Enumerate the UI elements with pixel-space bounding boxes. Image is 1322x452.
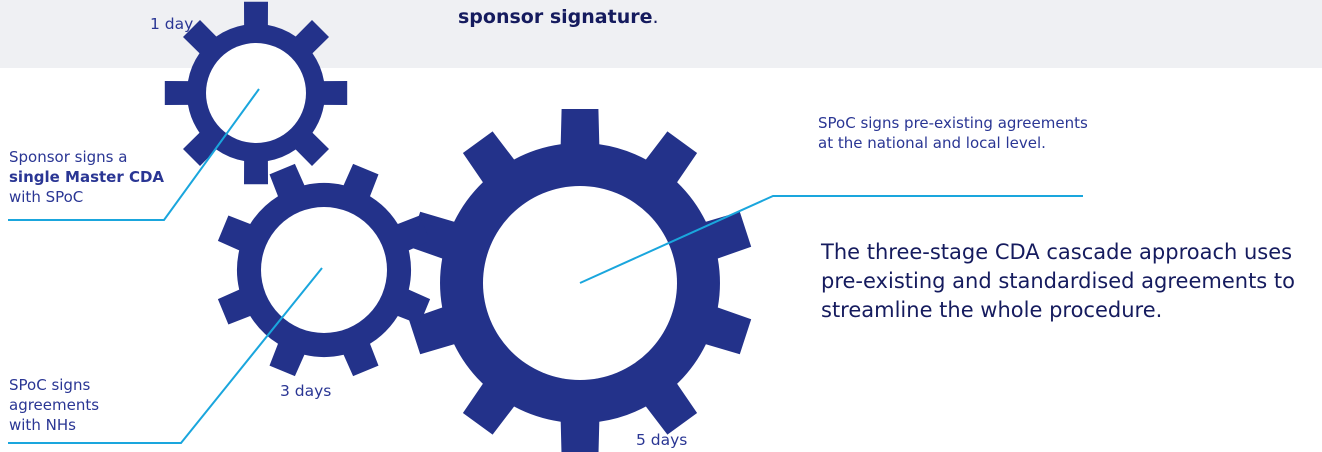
callout-nhs: SPoC signs agreements with NHs bbox=[9, 376, 100, 434]
days-label-small: 1 day bbox=[150, 15, 194, 33]
callout-master-cda-bold: single Master CDA bbox=[9, 168, 165, 186]
headline-suffix: . bbox=[652, 6, 659, 28]
callout-master-cda-post: with SPoC bbox=[9, 188, 84, 206]
summary-text: The three-stage CDA cascade approach use… bbox=[821, 240, 1295, 322]
gear-medium-hole bbox=[261, 207, 387, 333]
callout-master-cda: Sponsor signs a single Master CDA with S… bbox=[9, 147, 174, 207]
headline-bold: sponsor signature bbox=[458, 6, 653, 28]
leader-line-nhs bbox=[8, 267, 323, 444]
leader-lines bbox=[8, 88, 1083, 444]
callout-national: SPoC signs pre-existing agreements at th… bbox=[818, 114, 1088, 152]
header-headline: sponsor signature. bbox=[458, 6, 659, 28]
leader-line-national bbox=[579, 195, 1083, 284]
days-label-medium: 3 days bbox=[280, 382, 332, 400]
gear-medium-icon bbox=[217, 163, 431, 377]
callout-master-cda-pre: Sponsor signs a bbox=[9, 148, 128, 166]
gear-large-icon bbox=[408, 109, 752, 452]
days-label-large: 5 days bbox=[636, 431, 688, 449]
leader-line-master-cda bbox=[8, 88, 260, 221]
